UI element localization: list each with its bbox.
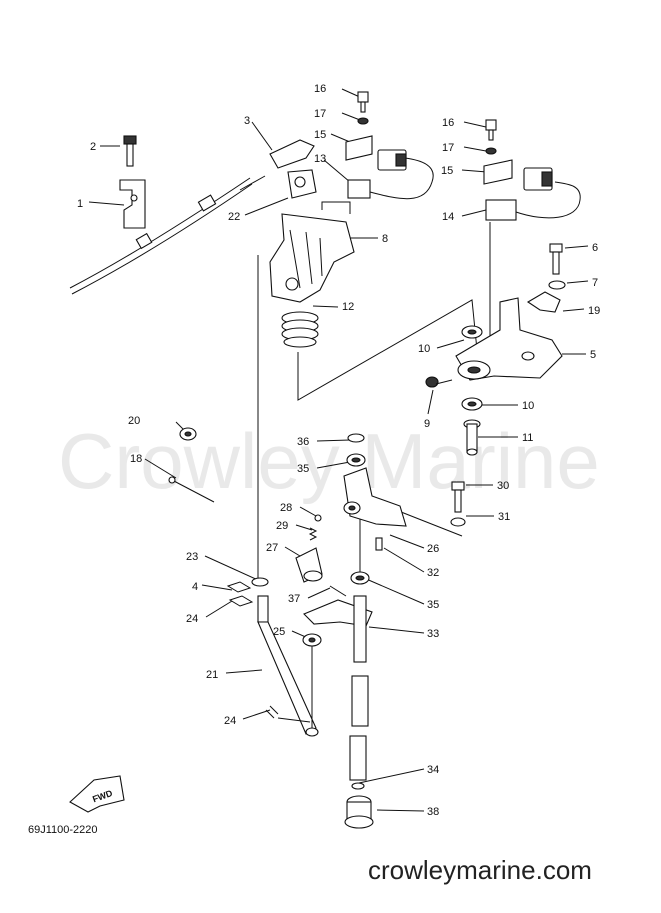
callout: 32 <box>427 567 439 579</box>
part-cable <box>69 175 266 295</box>
callout: 34 <box>427 764 439 776</box>
part-10-bushing-lower <box>461 397 483 411</box>
part-33-shaft <box>303 595 373 781</box>
callout: 28 <box>280 502 292 514</box>
callout: 9 <box>424 418 430 430</box>
callout: 10 <box>418 343 430 355</box>
part-30-bolt <box>451 481 465 513</box>
callout-labels: 1 2 3 4 5 6 7 8 9 10 10 11 12 13 14 15 1… <box>77 83 600 818</box>
part-16-screw-right <box>485 119 497 141</box>
callout: 7 <box>592 277 598 289</box>
callout: 38 <box>427 806 439 818</box>
part-15-plate-left <box>345 135 373 161</box>
part-36-washer <box>347 433 365 443</box>
callout: 20 <box>128 415 140 427</box>
part-37-pin <box>329 585 347 597</box>
part-32-pin <box>375 537 383 551</box>
callout: 36 <box>297 436 309 448</box>
callout: 18 <box>130 453 142 465</box>
callout: 22 <box>228 211 240 223</box>
callout: 29 <box>276 520 288 532</box>
callout: 2 <box>90 141 96 153</box>
part-14-switch <box>485 181 581 221</box>
part-2-bolt <box>123 135 137 167</box>
part-connector-left <box>377 149 407 171</box>
callout: 33 <box>427 628 439 640</box>
callout: 24 <box>224 715 236 727</box>
part-35-bushing-lower <box>350 571 370 585</box>
part-26-lever <box>343 467 407 527</box>
callout: 15 <box>314 129 326 141</box>
part-4-clip <box>226 581 252 593</box>
part-29-spring <box>308 527 318 541</box>
part-13-switch <box>347 157 434 200</box>
part-27-knob <box>295 547 323 583</box>
part-3-lever <box>269 139 315 169</box>
part-8-housing <box>269 213 355 303</box>
callout: 4 <box>192 581 198 593</box>
callout: 1 <box>77 198 83 210</box>
part-16-screw-left <box>357 91 369 113</box>
part-7-washer <box>548 280 566 290</box>
part-35-bushing-upper <box>346 453 366 467</box>
callout: 30 <box>497 480 509 492</box>
part-6-bolt <box>549 243 563 275</box>
callout: 25 <box>273 626 285 638</box>
part-17-washer-right <box>485 147 497 155</box>
callout: 23 <box>186 551 198 563</box>
part-20-nut <box>179 427 197 441</box>
part-12-spring <box>281 311 319 348</box>
footer-url: crowleymarine.com <box>368 855 592 885</box>
part-5-bracket <box>455 297 563 381</box>
part-11-pin <box>463 419 481 456</box>
callout: 15 <box>441 165 453 177</box>
callout: 26 <box>427 543 439 555</box>
callout: 17 <box>314 108 326 120</box>
part-9-screw <box>425 376 453 388</box>
part-38-bushing <box>344 795 374 829</box>
callout: 16 <box>442 117 454 129</box>
callout: 27 <box>266 542 278 554</box>
part-23-washer <box>251 577 269 587</box>
fwd-arrow-icon: FWD <box>69 775 125 813</box>
callout: 16 <box>314 83 326 95</box>
part-1-bracket <box>119 179 146 229</box>
part-31-washer <box>450 517 466 527</box>
part-25-nut <box>302 633 322 647</box>
callout: 8 <box>382 233 388 245</box>
callout: 14 <box>442 211 454 223</box>
callout: 35 <box>427 599 439 611</box>
part-19-clip <box>526 291 561 313</box>
diagram-code: 69J1100-2220 <box>28 824 98 836</box>
part-18-rod <box>168 476 215 503</box>
callout: 6 <box>592 242 598 254</box>
callout: 37 <box>288 593 300 605</box>
part-28-ball <box>314 514 322 522</box>
callout: 12 <box>342 301 354 313</box>
part-24-clip-lower <box>265 705 311 723</box>
part-34-oring <box>351 782 365 790</box>
callout: 13 <box>314 153 326 165</box>
part-10-bushing-upper <box>461 325 483 339</box>
part-21-link-rod <box>257 595 319 737</box>
part-22-joint <box>287 169 317 199</box>
callout: 31 <box>498 511 510 523</box>
callout: 24 <box>186 613 198 625</box>
callout: 3 <box>244 115 250 127</box>
part-17-washer-left <box>357 117 369 125</box>
callout: 5 <box>590 349 596 361</box>
callout: 10 <box>522 400 534 412</box>
part-24-clip-upper <box>228 595 254 607</box>
callout: 19 <box>588 305 600 317</box>
callout: 11 <box>522 432 533 444</box>
part-15-plate-right <box>483 159 513 185</box>
part-connector-right <box>523 167 553 191</box>
callout: 17 <box>442 142 454 154</box>
callout: 21 <box>206 669 218 681</box>
callout: 35 <box>297 463 309 475</box>
